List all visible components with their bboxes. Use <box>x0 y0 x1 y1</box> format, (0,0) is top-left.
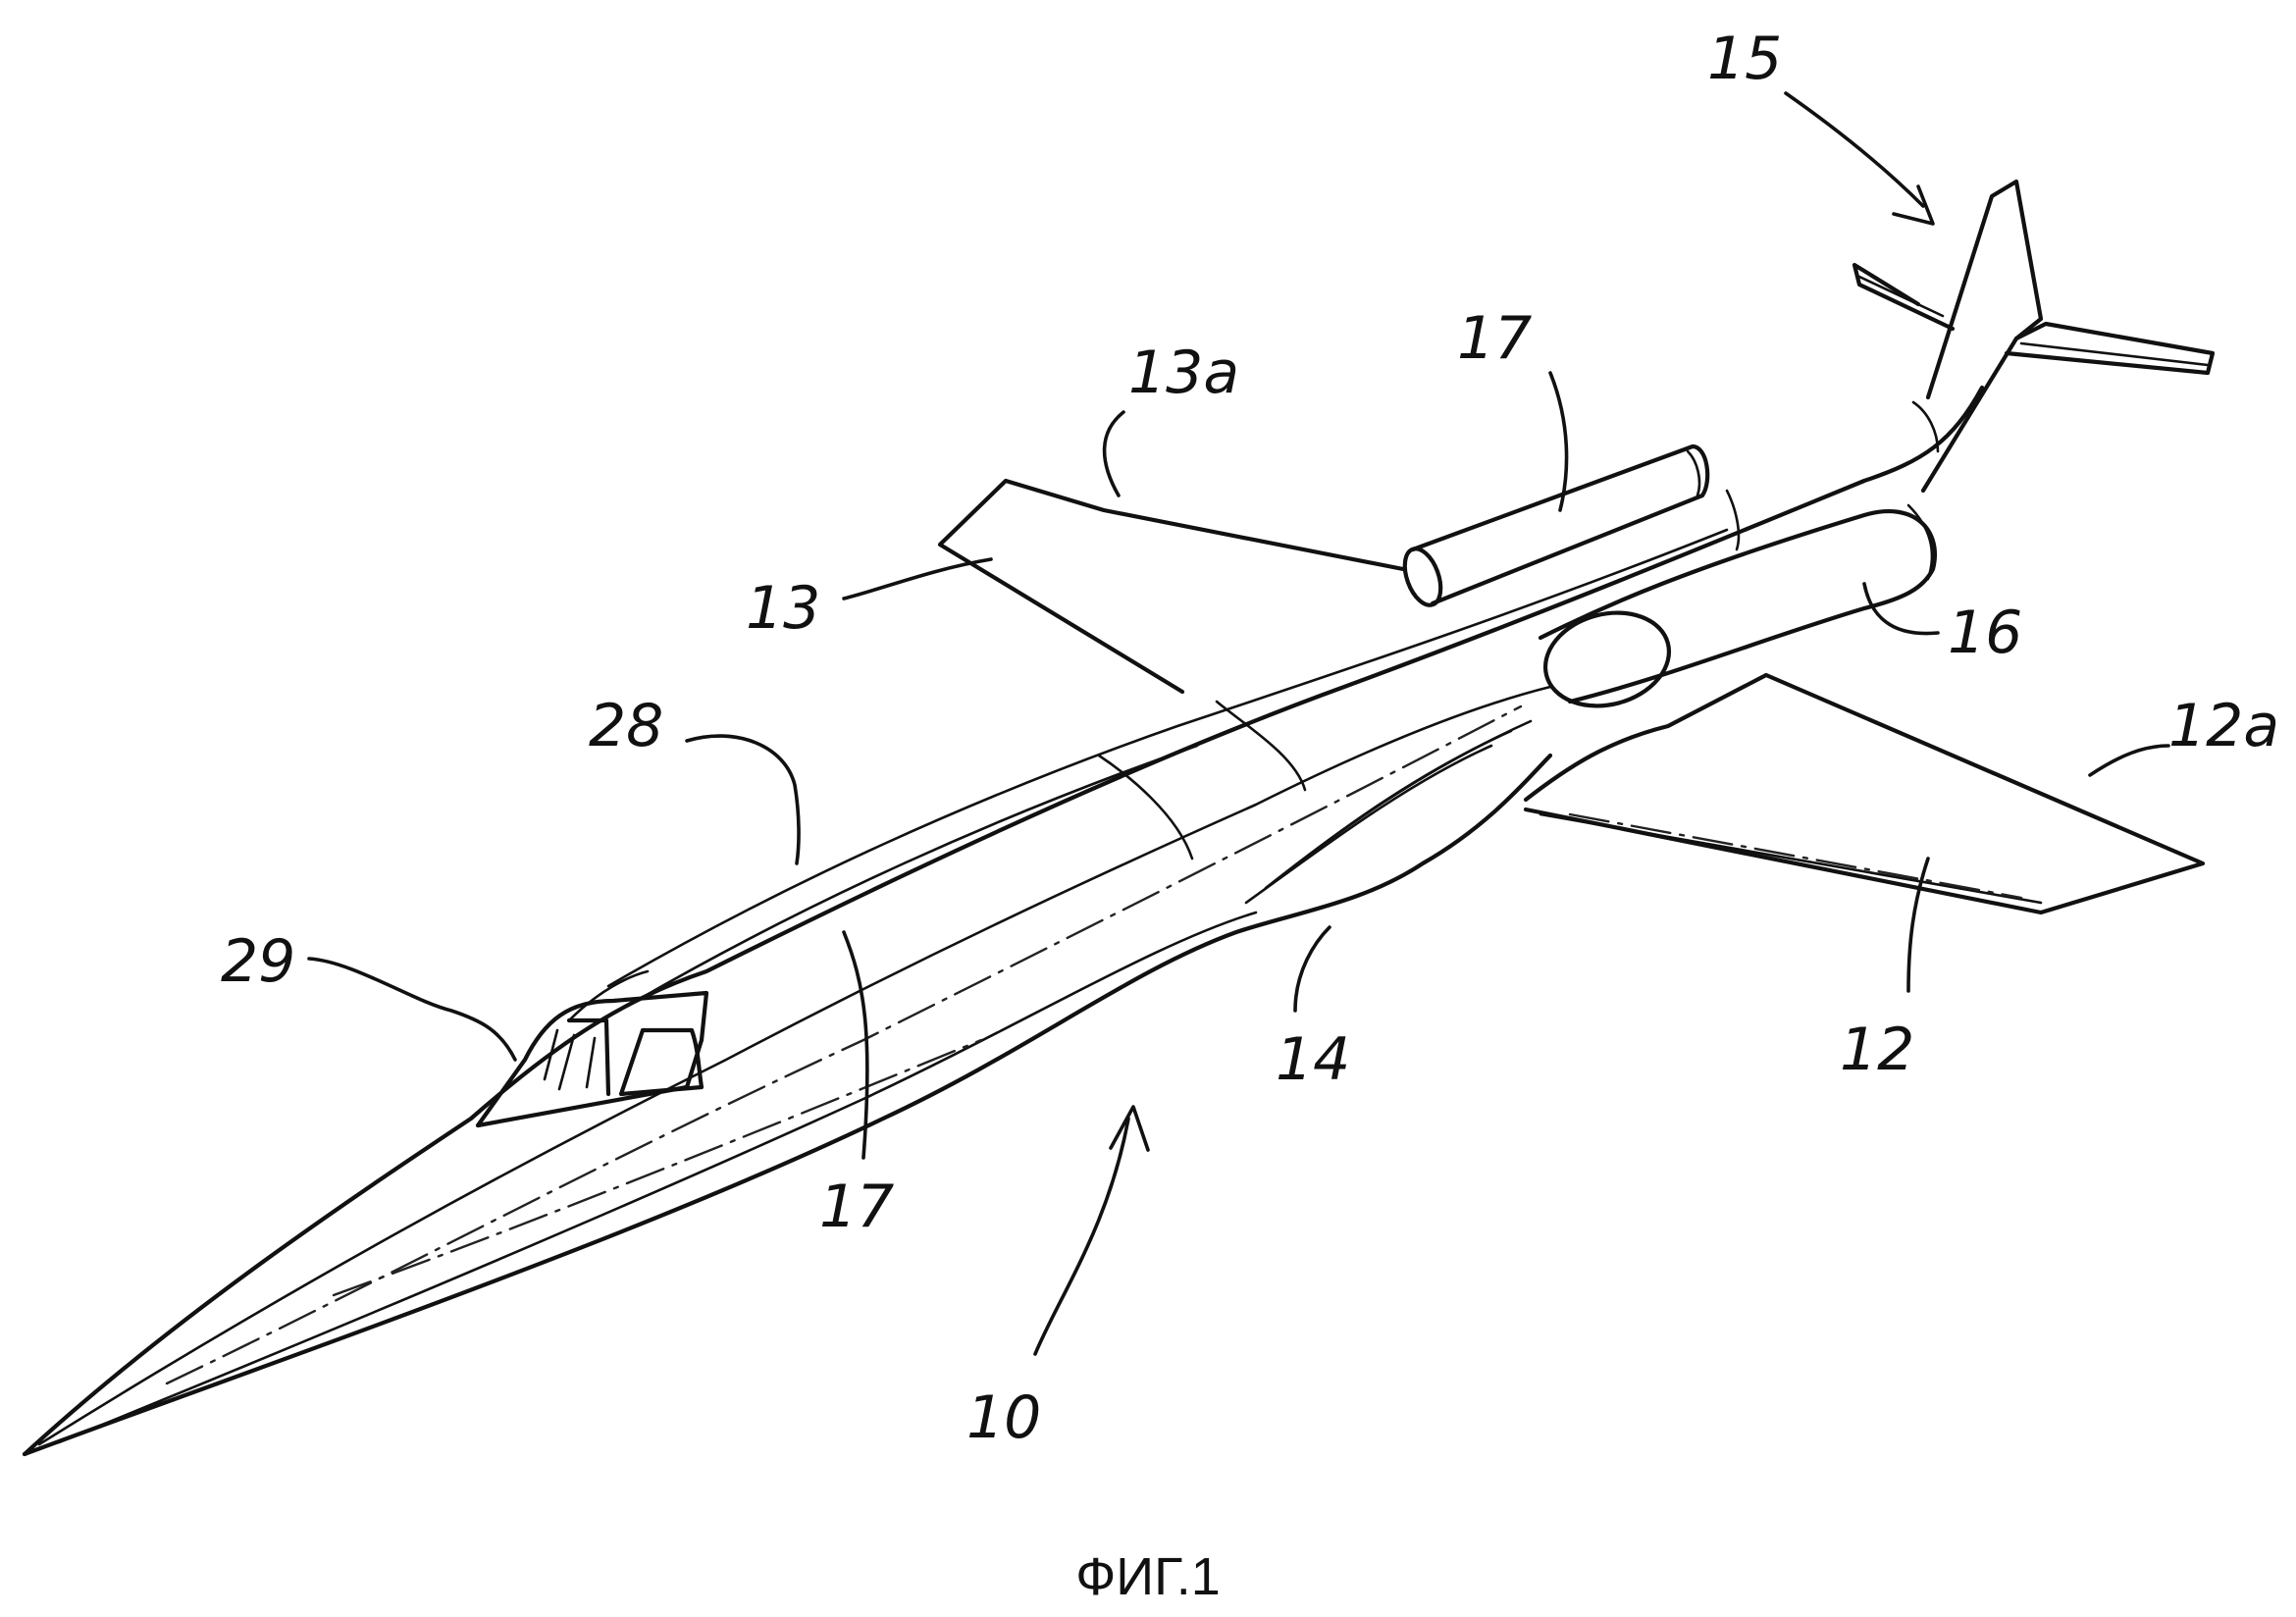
leader-17-top <box>1548 371 1569 512</box>
horizontal-stabilizer-right-line <box>2019 341 2210 367</box>
label-17-bottom: 17 <box>819 1173 894 1241</box>
label-15: 15 <box>1707 25 1782 93</box>
label-13a: 13a <box>1128 339 1239 407</box>
horizontal-stabilizer-left-line <box>1857 275 1945 318</box>
label-17-top: 17 <box>1457 304 1532 373</box>
fuselage-side-line <box>37 685 1552 1446</box>
left-wing-tip-line <box>938 479 1008 547</box>
side-nacelle-frame <box>1725 489 1741 551</box>
leader-10-arrowhead <box>1109 1105 1150 1152</box>
right-wing <box>1523 672 2206 915</box>
leader-15-arrowhead <box>1892 184 1935 226</box>
left-wing-outline <box>937 478 1406 695</box>
top-nacelle-inlet <box>1402 547 1443 607</box>
label-12a: 12a <box>2168 692 2279 760</box>
fuselage-upper-contour <box>22 385 1985 1457</box>
side-engine-nacelle <box>1538 489 1937 708</box>
label-14: 14 <box>1276 1025 1350 1094</box>
label-13: 13 <box>746 574 820 643</box>
label-28: 28 <box>589 692 663 760</box>
leader-13a <box>1102 410 1125 497</box>
label-10: 10 <box>966 1383 1041 1452</box>
side-nacelle-inlet <box>1542 610 1672 708</box>
side-nacelle-aft-ring <box>1906 503 1934 581</box>
windshield-hatch-2 <box>557 1033 576 1091</box>
canopy-frame <box>567 969 650 1022</box>
leader-lines <box>307 91 2170 1356</box>
leader-12 <box>1906 857 1930 993</box>
leader-29 <box>307 957 517 1062</box>
fuselage-lower-centerline <box>332 1038 983 1297</box>
side-window <box>618 1027 704 1097</box>
leader-15 <box>1784 91 1925 208</box>
reference-labels: 15 13a 17 13 16 28 12a 29 14 12 17 10 <box>221 25 2279 1452</box>
leader-16 <box>1862 582 1940 636</box>
leader-17-bottom <box>842 930 869 1160</box>
horizontal-stabilizer-right <box>2004 321 2216 376</box>
tail <box>1852 179 2216 494</box>
dorsal-line-2 <box>626 744 1199 1008</box>
top-engine-nacelle <box>1402 443 1710 607</box>
cockpit <box>475 969 709 1128</box>
leader-10 <box>1033 1117 1130 1356</box>
frame-line-1 <box>1097 754 1194 861</box>
leader-12a <box>2088 744 2170 777</box>
side-nacelle-body <box>1538 508 1937 704</box>
figure-caption: ФИГ.1 <box>1075 1547 1221 1606</box>
right-wing-outline <box>1523 672 2206 915</box>
tail-fairing-line <box>1911 400 1940 453</box>
fuselage-lower-contour <box>22 753 1553 1457</box>
top-nacelle-aft-ring <box>1686 449 1701 497</box>
left-wing <box>937 478 1406 695</box>
right-wing-dash-line <box>1568 812 2023 900</box>
windshield-outline <box>475 990 709 1128</box>
fuselage <box>22 385 1985 1457</box>
windshield-hatch-3 <box>585 1036 597 1089</box>
horizontal-stabilizer-left <box>1852 262 1956 332</box>
label-12: 12 <box>1840 1016 1914 1084</box>
leader-14 <box>1293 925 1331 1013</box>
dorsal-line-1 <box>606 528 1729 988</box>
fuselage-chine-line <box>57 911 1258 1444</box>
label-29: 29 <box>221 927 295 996</box>
wing-root-strake-3 <box>1283 719 1533 875</box>
wing-root-strake-1 <box>1244 744 1493 905</box>
vertical-fin <box>1920 179 2044 494</box>
leader-28 <box>685 734 801 865</box>
windshield-hatch-1 <box>543 1028 559 1081</box>
label-16: 16 <box>1948 599 2022 667</box>
leader-13 <box>842 557 993 600</box>
right-wing-flap-line <box>1539 812 2043 905</box>
windshield-divider <box>566 1017 611 1097</box>
top-nacelle-body <box>1410 443 1710 606</box>
frame-line-2 <box>1215 700 1307 792</box>
